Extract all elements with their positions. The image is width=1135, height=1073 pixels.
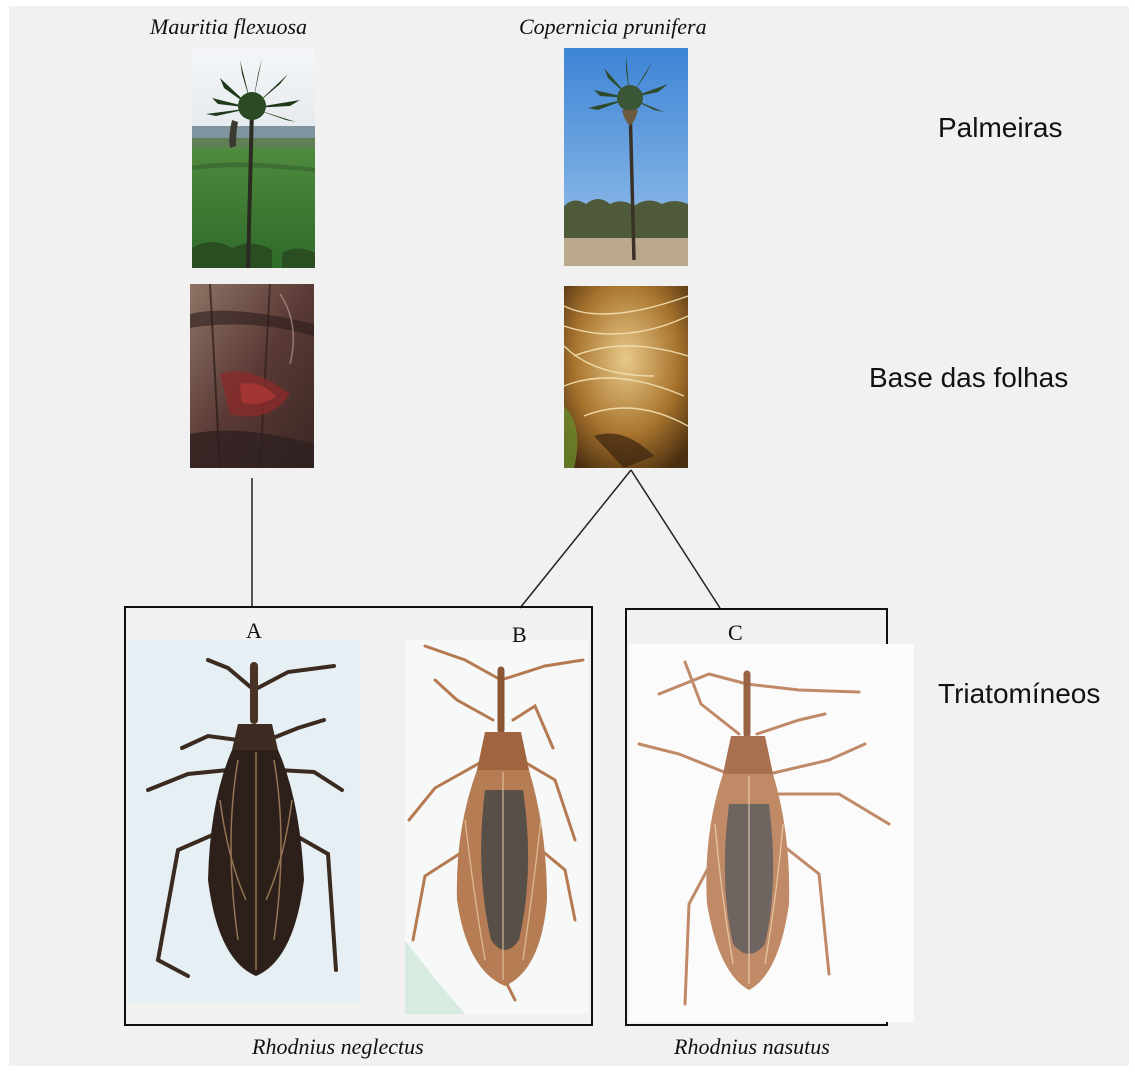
caption-rhodnius-neglectus: Rhodnius neglectus <box>252 1034 424 1060</box>
mauritia-palm-photo <box>192 48 315 268</box>
bug-photo-c <box>629 644 914 1022</box>
bug-letter-a: A <box>246 618 262 644</box>
connector-copernicia-to-b <box>520 470 631 608</box>
bug-photo-a <box>128 640 360 1002</box>
connector-copernicia-to-c <box>631 470 720 608</box>
bug-photo-b <box>405 640 588 1014</box>
row-label-leaf-base: Base das folhas <box>869 362 1068 394</box>
bug-letter-c: C <box>728 620 743 646</box>
bug-letter-b: B <box>512 622 527 648</box>
row-label-palms: Palmeiras <box>938 112 1062 144</box>
mauritia-leaf-base-photo <box>190 284 314 468</box>
caption-rhodnius-nasutus: Rhodnius nasutus <box>674 1034 830 1060</box>
copernicia-palm-photo <box>564 48 688 266</box>
row-label-triatomines: Triatomíneos <box>938 678 1100 710</box>
species-label-copernicia: Copernicia prunifera <box>519 14 707 40</box>
species-label-mauritia: Mauritia flexuosa <box>150 14 307 40</box>
copernicia-leaf-base-photo <box>564 286 688 468</box>
